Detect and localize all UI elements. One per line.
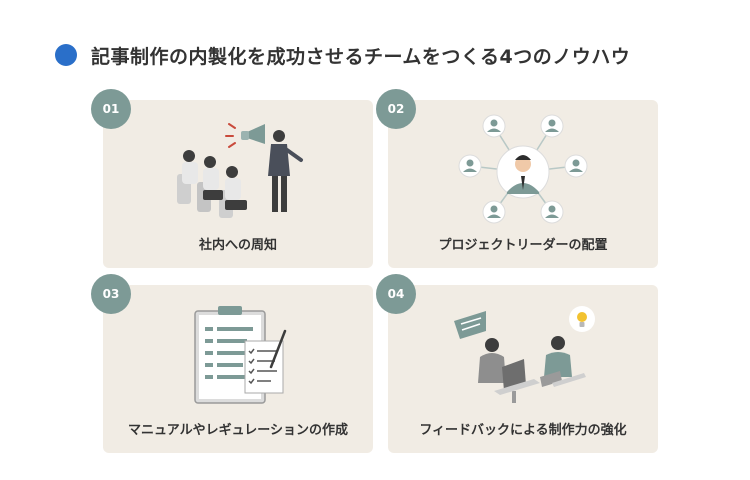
card-label: プロジェクトリーダーの配置: [438, 238, 608, 253]
clipboard-checklist-icon: [194, 306, 287, 404]
megaphone-presentation-icon: [177, 123, 303, 218]
card-number-badge: 03: [91, 274, 131, 314]
card-number-badge: 04: [376, 274, 416, 314]
card-label: フィードバックによる制作力の強化: [419, 423, 627, 438]
card-manual-regulation: 03 マニュアルやレギュレーションの作成: [91, 274, 373, 453]
card-number-badge: 02: [376, 89, 416, 129]
title-bullet-icon: [55, 44, 77, 66]
card-internal-announcement: 01 社内への周知: [91, 89, 373, 268]
card-number-badge: 01: [91, 89, 131, 129]
card-project-leader: 02 プロジェクトリーダーの配置: [376, 89, 658, 268]
card-label: 社内への周知: [198, 238, 277, 253]
team-network-icon: [458, 114, 588, 224]
card-label: マニュアルやレギュレーションの作成: [127, 423, 349, 438]
feedback-lightbulb-icon: [454, 306, 595, 403]
card-feedback-strengthening: 04 フィードバックによる制作力の強化: [376, 274, 658, 453]
page-title: 記事制作の内製化を成功させるチームをつくる4つのノウハウ: [91, 45, 631, 68]
page-header: 記事制作の内製化を成功させるチームをつくる4つのノウハウ: [55, 40, 630, 70]
